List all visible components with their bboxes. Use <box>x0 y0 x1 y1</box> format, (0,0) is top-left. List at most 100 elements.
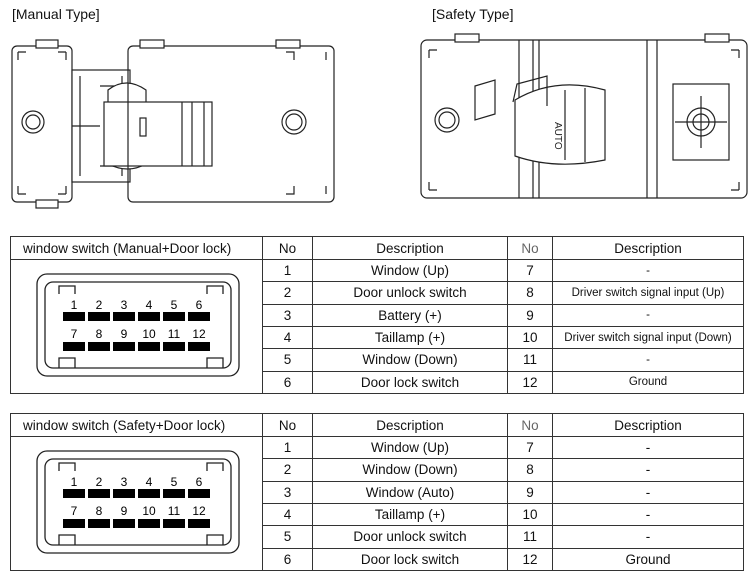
pin-description: Ground <box>552 547 744 572</box>
pin-number: 5 <box>171 475 178 489</box>
connector-title: window switch (Safety+Door lock) <box>10 413 263 437</box>
pin-number: 11 <box>168 327 181 341</box>
pin-description: Driver switch signal input (Down) <box>552 325 744 350</box>
pin-number: 11 <box>168 504 181 518</box>
pin-no: 3 <box>262 303 313 327</box>
col-header-no: No <box>262 236 313 260</box>
table-row: 1 2 3 4 5 6 7 8 9 10 11 12 1 Window (Up)… <box>10 258 744 394</box>
pin-no: 6 <box>262 370 313 395</box>
pin-no: 6 <box>262 547 313 572</box>
pin-no: 3 <box>262 480 313 504</box>
pin-number: 6 <box>196 298 203 312</box>
pin-no: 2 <box>262 281 313 305</box>
pin-number: 4 <box>146 298 153 312</box>
pin-no: 8 <box>507 281 553 305</box>
pin-number: 12 <box>192 504 206 518</box>
pin-description: Door unlock switch <box>312 281 508 305</box>
pin-no: 5 <box>262 348 313 372</box>
pin-number: 7 <box>71 504 78 518</box>
table-row: 6 Door lock switch 12 Ground <box>11 370 744 395</box>
table-row: 5 Door unlock switch 11 - <box>11 525 744 549</box>
pin-description: - <box>552 502 744 527</box>
pin-number: 8 <box>96 327 103 341</box>
pin-number: 8 <box>96 504 103 518</box>
pin-description: Battery (+) <box>312 303 508 327</box>
pin-number: 2 <box>96 475 103 489</box>
pin-description: - <box>552 435 744 460</box>
connector-face-safety: 1 2 3 4 5 6 7 8 9 10 11 12 <box>36 450 240 554</box>
col-header-no: No <box>507 413 553 437</box>
safety-switch-drawing: AUTO <box>420 33 748 199</box>
pin-no: 1 <box>262 435 313 460</box>
col-header-description: Description <box>552 236 744 260</box>
pin-description: - <box>552 303 744 327</box>
pin-description: Door lock switch <box>312 547 508 572</box>
col-header-no: No <box>262 413 313 437</box>
pin-description: Driver switch signal input (Up) <box>552 281 744 305</box>
pin-number: 7 <box>71 327 78 341</box>
table-row: 3 Battery (+) 9 - <box>11 303 744 327</box>
manual-switch-drawing <box>11 39 335 209</box>
pin-description: Door lock switch <box>312 370 508 395</box>
pin-no: 7 <box>507 258 553 283</box>
pin-number: 3 <box>121 475 128 489</box>
pin-description: Window (Down) <box>312 348 508 372</box>
col-header-description: Description <box>312 236 508 260</box>
pin-no: 4 <box>262 502 313 527</box>
pin-number: 1 <box>71 298 78 312</box>
col-header-description: Description <box>312 413 508 437</box>
pin-no: 11 <box>507 348 553 372</box>
pin-number: 2 <box>96 298 103 312</box>
pin-no: 4 <box>262 325 313 350</box>
table-row: 5 Window (Down) 11 - <box>11 348 744 372</box>
pin-number: 9 <box>121 504 128 518</box>
pin-table-manual: window switch (Manual+Door lock) No Desc… <box>10 236 744 395</box>
pin-number: 10 <box>142 327 156 341</box>
pin-number: 9 <box>121 327 128 341</box>
connector-face-manual: 1 2 3 4 5 6 7 8 9 10 11 12 <box>36 273 240 377</box>
col-header-no: No <box>507 236 553 260</box>
pin-description: - <box>552 525 744 549</box>
table-row: 2 Door unlock switch 8 Driver switch sig… <box>11 281 744 305</box>
pin-no: 11 <box>507 525 553 549</box>
pin-no: 1 <box>262 258 313 283</box>
pin-description: Door unlock switch <box>312 525 508 549</box>
pin-no: 7 <box>507 435 553 460</box>
pin-no: 8 <box>507 458 553 482</box>
pin-no: 12 <box>507 547 553 572</box>
pin-no: 10 <box>507 325 553 350</box>
safety-type-label: [Safety Type] <box>432 6 514 22</box>
pin-no: 12 <box>507 370 553 395</box>
pin-description: Window (Auto) <box>312 480 508 504</box>
pin-no: 9 <box>507 480 553 504</box>
connector-title: window switch (Manual+Door lock) <box>10 236 263 260</box>
manual-type-label: [Manual Type] <box>12 6 100 22</box>
pin-number: 6 <box>196 475 203 489</box>
pin-description: - <box>552 480 744 504</box>
pin-no: 2 <box>262 458 313 482</box>
pin-number: 10 <box>142 504 156 518</box>
connector-diagram: 1 2 3 4 5 6 7 8 9 10 11 12 <box>10 436 263 571</box>
table-row: 4 Taillamp (+) 10 - <box>11 502 744 527</box>
auto-marking: AUTO <box>552 122 563 150</box>
pin-number: 12 <box>192 327 206 341</box>
pin-table-safety: window switch (Safety+Door lock) No Desc… <box>10 413 744 572</box>
pin-description: - <box>552 458 744 482</box>
pin-number: 4 <box>146 475 153 489</box>
pin-description: Ground <box>552 370 744 395</box>
col-header-description: Description <box>552 413 744 437</box>
pin-description: - <box>552 258 744 283</box>
connector-diagram: 1 2 3 4 5 6 7 8 9 10 11 12 <box>10 259 263 394</box>
pin-description: Taillamp (+) <box>312 502 508 527</box>
pin-number: 5 <box>171 298 178 312</box>
pin-description: Taillamp (+) <box>312 325 508 350</box>
pin-number: 3 <box>121 298 128 312</box>
table-row: 2 Window (Down) 8 - <box>11 458 744 482</box>
table-row: 1 2 3 4 5 6 7 8 9 10 11 12 1 Window (Up)… <box>10 435 744 571</box>
pin-description: Window (Down) <box>312 458 508 482</box>
pin-no: 10 <box>507 502 553 527</box>
pin-no: 9 <box>507 303 553 327</box>
pin-no: 5 <box>262 525 313 549</box>
pin-description: Window (Up) <box>312 258 508 283</box>
pin-description: - <box>552 348 744 372</box>
